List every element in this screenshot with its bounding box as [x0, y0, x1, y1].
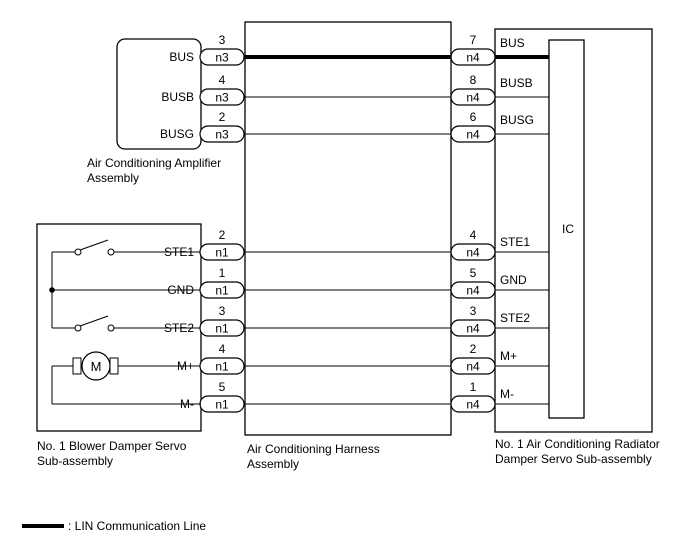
right-connector-label: n4 [466, 284, 480, 298]
right-pin-number: 4 [470, 228, 477, 242]
left-connector [199, 88, 245, 106]
right-connector [450, 243, 496, 261]
motor-symbol: M [91, 359, 102, 374]
left-connector-label: n1 [215, 360, 229, 374]
blower-servo-label-1: No. 1 Blower Damper Servo [37, 439, 187, 453]
harness-box [244, 21, 452, 436]
left-pin-number: 2 [219, 110, 226, 124]
left-connector-label: n1 [215, 284, 229, 298]
radiator-servo-label-1: No. 1 Air Conditioning Radiator [495, 437, 660, 451]
right-connector [450, 357, 496, 375]
left-pin-label: BUS [169, 50, 194, 64]
left-pin-label: M+ [177, 359, 194, 373]
circuit-bus: BUS 3 n3 7 n4 BUS [169, 33, 549, 66]
left-pin-number: 2 [219, 228, 226, 242]
left-pin-label: BUSG [160, 127, 194, 141]
left-pin-label: GND [167, 283, 194, 297]
right-pin-label: BUSG [500, 113, 534, 127]
blower-internal: M [49, 239, 119, 404]
switch1-blade [79, 239, 109, 251]
left-connector-label: n1 [215, 246, 229, 260]
left-pin-number: 3 [219, 304, 226, 318]
left-connector [199, 48, 245, 66]
ic-label: IC [562, 222, 574, 236]
motor-brush-right [109, 357, 119, 375]
right-pin-number: 2 [470, 342, 477, 356]
amplifier-label-1: Air Conditioning Amplifier [87, 156, 221, 170]
switch1-contact-b [107, 248, 115, 256]
right-pin-number: 1 [470, 380, 477, 394]
right-pin-number: 7 [470, 33, 477, 47]
gnd-junction-dot [49, 287, 55, 293]
circuit-busg: BUSG 2 n3 6 n4 BUSG [160, 110, 549, 143]
left-connector [199, 281, 245, 299]
left-pin-label: BUSB [161, 90, 194, 104]
right-connector [450, 319, 496, 337]
right-pin-label: GND [500, 273, 527, 287]
switch2-contact-a [74, 324, 82, 332]
right-pin-number: 3 [470, 304, 477, 318]
right-connector [450, 88, 496, 106]
circuit-mplus: M+ 4 n1 2 n4 M+ [118, 342, 549, 375]
legend-label: : LIN Communication Line [68, 519, 206, 533]
left-connector [199, 243, 245, 261]
motor-icon [81, 351, 111, 381]
circuit-gnd: GND 1 n1 5 n4 GND [52, 266, 549, 299]
legend: : LIN Communication Line [22, 519, 206, 533]
radiator-servo-label-2: Damper Servo Sub-assembly [495, 452, 652, 466]
switch2-contact-b [107, 324, 115, 332]
right-pin-label: M- [500, 387, 514, 401]
left-pin-number: 4 [219, 342, 226, 356]
wires: BUS3n37n4BUSBUSB4n38n4BUSBBUSG2n36n4BUSG… [52, 33, 549, 413]
right-pin-label: BUSB [500, 76, 533, 90]
right-connector-label: n4 [466, 398, 480, 412]
right-connector [450, 125, 496, 143]
harness-label-1: Air Conditioning Harness [247, 442, 380, 456]
circuit-busb: BUSB 4 n3 8 n4 BUSB [161, 73, 549, 106]
right-connector-label: n4 [466, 246, 480, 260]
left-connector-label: n3 [215, 128, 229, 142]
left-pin-number: 3 [219, 33, 226, 47]
left-pin-label: STE1 [164, 245, 194, 259]
right-connector-label: n4 [466, 360, 480, 374]
left-pin-number: 1 [219, 266, 226, 280]
right-connector [450, 281, 496, 299]
circuit-ste1: STE1 2 n1 4 n4 STE1 [114, 228, 549, 261]
left-connector-label: n3 [215, 91, 229, 105]
right-connector-label: n4 [466, 128, 480, 142]
switch1-contact-a [74, 248, 82, 256]
circuit-ste2: STE2 3 n1 3 n4 STE2 [114, 304, 549, 337]
right-pin-number: 8 [470, 73, 477, 87]
left-connector-label: n3 [215, 51, 229, 65]
right-connector-label: n4 [466, 322, 480, 336]
amplifier-label-2: Assembly [87, 171, 139, 185]
ic-box [548, 39, 585, 419]
right-connector-label: n4 [466, 51, 480, 65]
left-pin-number: 4 [219, 73, 226, 87]
right-connector [450, 48, 496, 66]
blower-servo-label-2: Sub-assembly [37, 454, 113, 468]
left-connector [199, 319, 245, 337]
left-connector-label: n1 [215, 398, 229, 412]
right-pin-label: STE1 [500, 235, 530, 249]
right-pin-label: BUS [500, 36, 525, 50]
left-pin-number: 5 [219, 380, 226, 394]
left-connector [199, 125, 245, 143]
harness-label-2: Assembly [247, 457, 299, 471]
left-connector-label: n1 [215, 322, 229, 336]
right-connector [450, 395, 496, 413]
right-pin-number: 6 [470, 110, 477, 124]
switch2-blade [79, 315, 109, 327]
right-connector-label: n4 [466, 91, 480, 105]
left-pin-label: STE2 [164, 321, 194, 335]
left-connector [199, 357, 245, 375]
motor-brush-left [72, 357, 82, 375]
right-pin-label: M+ [500, 349, 517, 363]
right-pin-label: STE2 [500, 311, 530, 325]
right-pin-number: 5 [470, 266, 477, 280]
